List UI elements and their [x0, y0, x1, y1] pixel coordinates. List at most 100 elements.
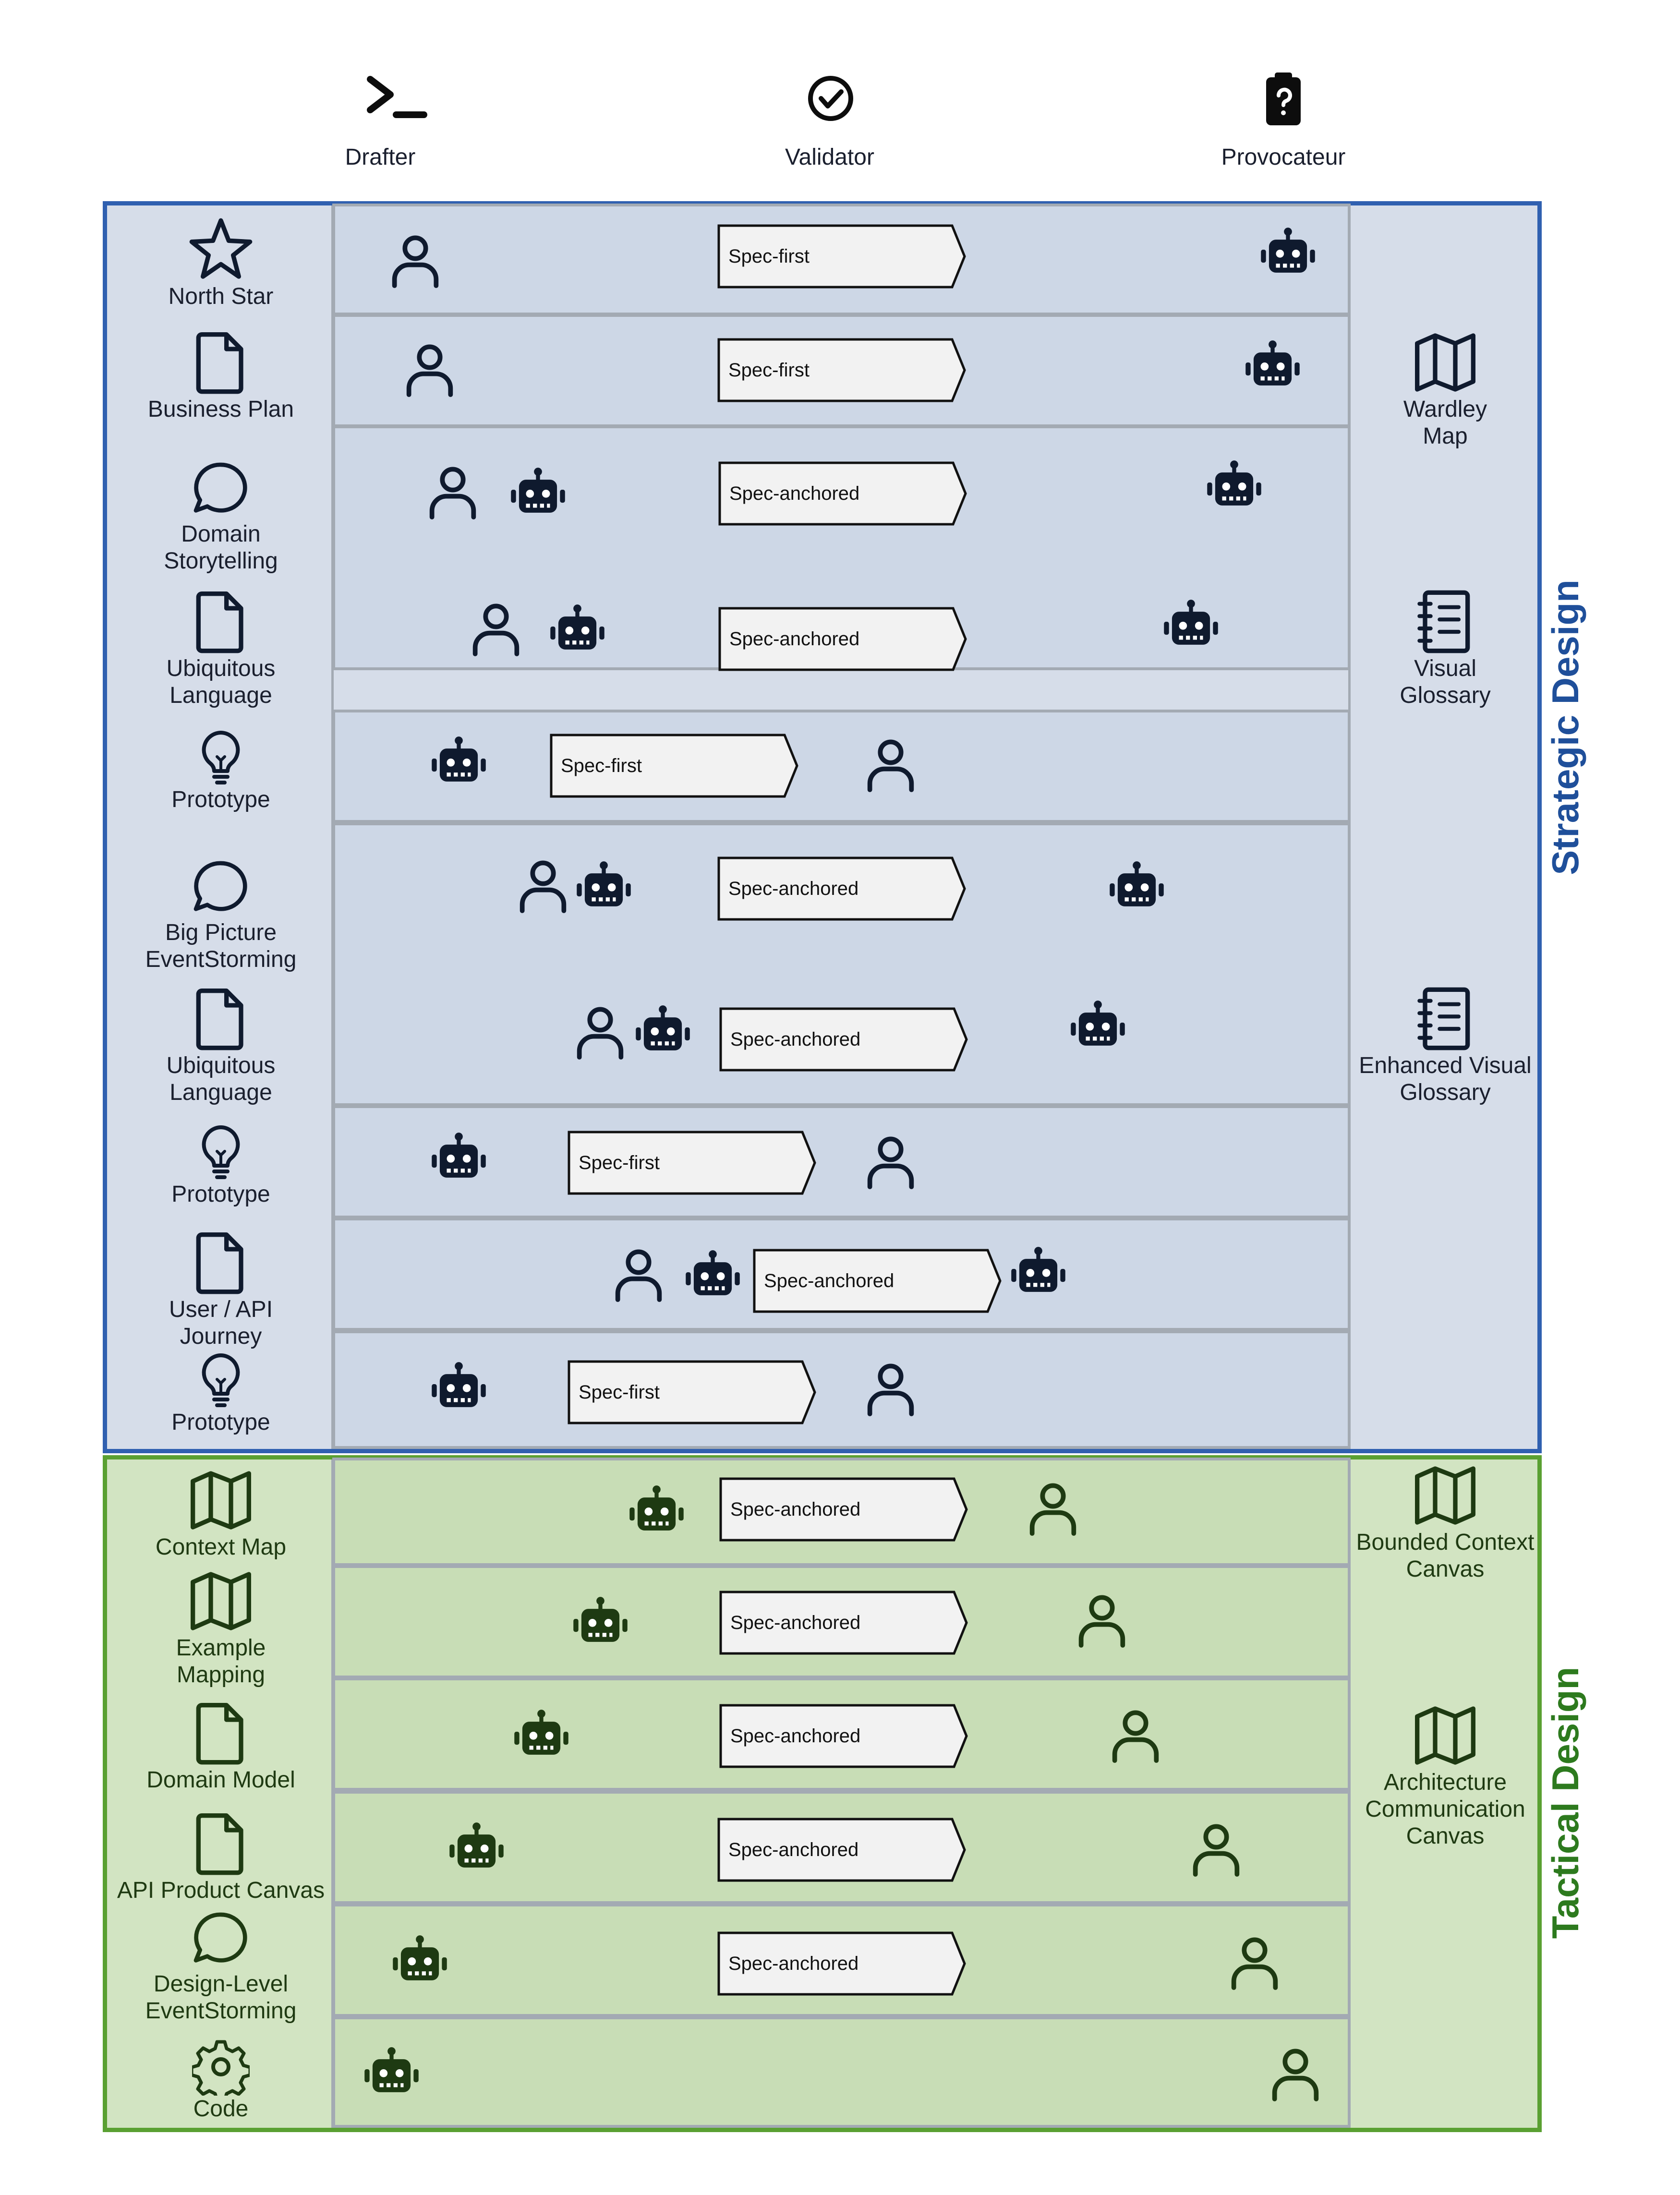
human-icon — [1022, 1477, 1084, 1542]
role-validator-label: Validator — [785, 145, 874, 170]
robot-icon — [429, 1131, 489, 1193]
robot-icon — [570, 1595, 630, 1657]
document-icon — [187, 329, 254, 396]
right-item-wardley-map: Wardley Map — [1349, 329, 1541, 450]
role-provocateur-label: Provocateur — [1221, 145, 1346, 170]
right-item-visual-glossary: Visual Glossary — [1349, 588, 1541, 709]
human-icon — [859, 1131, 922, 1195]
robot-icon — [547, 603, 607, 665]
left-item-big-picture-eventstorming: Big Picture EventStorming — [108, 857, 334, 973]
human-icon — [569, 1001, 631, 1066]
human-icon — [607, 1243, 670, 1308]
lightbulb-icon — [192, 729, 250, 786]
spec-mode-arrow: Spec-first — [549, 733, 799, 798]
check-circle-icon — [797, 65, 864, 132]
left-item-example-mapping: Example Mapping — [108, 1568, 334, 1688]
left-item-north-star: North Star — [108, 216, 334, 310]
document-icon — [187, 1229, 254, 1296]
robot-icon — [429, 1360, 489, 1423]
document-icon — [187, 588, 254, 655]
human-icon — [1185, 1818, 1247, 1883]
robot-icon — [574, 859, 634, 922]
star-icon — [187, 216, 254, 283]
robot-icon — [1204, 458, 1264, 521]
left-item-ubiquitous-language-2: Ubiquitous Language — [108, 985, 334, 1106]
human-icon — [1071, 1589, 1133, 1654]
spec-mode-arrow: Spec-anchored — [719, 1477, 968, 1542]
spec-mode-arrow: Spec-first — [717, 338, 967, 403]
terminal-icon — [363, 65, 430, 132]
robot-icon — [390, 1933, 450, 1996]
human-icon — [422, 461, 484, 526]
human-icon — [859, 734, 922, 798]
left-item-prototype: Prototype — [108, 729, 334, 813]
human-icon — [1264, 2043, 1327, 2108]
left-item-business-plan: Business Plan — [108, 329, 334, 423]
role-drafter-label: Drafter — [345, 145, 416, 170]
robot-icon — [511, 1708, 571, 1770]
tactical-design-title: Tactical Design — [1544, 1666, 1586, 1939]
robot-icon — [1008, 1245, 1068, 1307]
right-item-bounded-context-canvas: Bounded Context Canvas — [1349, 1462, 1541, 1583]
spec-mode-arrow: Spec-anchored — [718, 461, 967, 526]
notebook-icon — [1412, 588, 1479, 655]
clipboard-question-icon — [1250, 65, 1317, 132]
right-item-architecture-communication-canvas: Architecture Communication Canvas — [1349, 1702, 1541, 1850]
right-item-enhanced-visual-glossary: Enhanced Visual Glossary — [1349, 985, 1541, 1106]
strategic-row-band — [332, 1330, 1351, 1449]
left-item-user-api-journey: User / API Journey — [108, 1229, 334, 1350]
human-icon — [1104, 1704, 1167, 1769]
robot-icon — [429, 735, 489, 797]
strategic-row-band — [332, 1105, 1351, 1218]
speech-bubble-icon — [190, 458, 252, 521]
left-item-domain-model: Domain Model — [108, 1700, 334, 1794]
document-icon — [187, 1810, 254, 1877]
spec-mode-arrow: Spec-anchored — [717, 1817, 967, 1882]
spec-mode-arrow: Spec-first — [567, 1360, 817, 1425]
tactical-row-band — [332, 2016, 1351, 2128]
left-item-design-level-eventstorming: Design-Level EventStorming — [108, 1908, 334, 2025]
spec-mode-arrow: Spec-anchored — [719, 1703, 968, 1769]
spec-mode-arrow: Spec-anchored — [719, 1007, 968, 1072]
lightbulb-icon — [192, 1351, 250, 1409]
strategic-row-band — [332, 710, 1351, 823]
gear-icon — [192, 2038, 250, 2096]
robot-icon — [1243, 338, 1303, 401]
left-item-ubiquitous-language: Ubiquitous Language — [108, 588, 334, 709]
left-item-api-product-canvas: API Product Canvas — [108, 1810, 334, 1904]
left-item-prototype-2: Prototype — [108, 1123, 334, 1208]
map-icon — [1412, 1702, 1479, 1769]
spec-mode-arrow: Spec-anchored — [718, 606, 967, 672]
robot-icon — [633, 1003, 693, 1066]
human-icon — [859, 1358, 922, 1423]
speech-bubble-icon — [190, 1908, 252, 1971]
robot-icon — [508, 466, 568, 528]
notebook-icon — [1412, 985, 1479, 1052]
spec-mode-arrow: Spec-anchored — [717, 1931, 967, 1996]
spec-mode-arrow: Spec-first — [567, 1130, 817, 1195]
lightbulb-icon — [192, 1123, 250, 1181]
document-icon — [187, 1700, 254, 1767]
robot-icon — [447, 1821, 507, 1883]
spec-mode-arrow: Spec-anchored — [719, 1590, 968, 1655]
map-icon — [1412, 1462, 1479, 1529]
speech-bubble-icon — [190, 857, 252, 919]
spec-mode-arrow: Spec-first — [717, 224, 967, 289]
robot-icon — [683, 1248, 743, 1311]
document-icon — [187, 985, 254, 1052]
robot-icon — [1258, 226, 1318, 288]
robot-icon — [1161, 598, 1221, 660]
robot-icon — [1107, 859, 1167, 922]
spec-mode-arrow: Spec-anchored — [717, 856, 967, 921]
human-icon — [399, 338, 461, 403]
strategic-design-title: Strategic Design — [1544, 579, 1586, 875]
left-item-prototype-3: Prototype — [108, 1351, 334, 1436]
map-icon — [187, 1568, 254, 1635]
robot-icon — [1068, 999, 1128, 1061]
human-icon — [1223, 1931, 1286, 1996]
left-item-context-map: Context Map — [108, 1467, 334, 1561]
map-icon — [1412, 329, 1479, 396]
robot-icon — [627, 1483, 687, 1546]
human-icon — [465, 598, 527, 663]
left-item-domain-storytelling: Domain Storytelling — [108, 458, 334, 575]
